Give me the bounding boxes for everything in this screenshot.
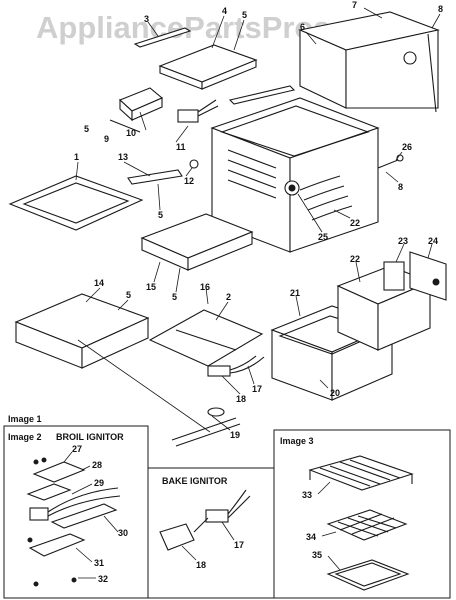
callout-21: 21 (290, 288, 300, 298)
leader-lines (75, 7, 441, 433)
part-door-glass (8, 175, 144, 231)
part-top-cover (158, 44, 258, 90)
part-bake-element-assembly (109, 87, 164, 133)
part-outer-wrapper-top (298, 11, 440, 113)
callout-26: 26 (402, 142, 412, 152)
callout-17: 17 (234, 540, 244, 550)
callout-9: 9 (104, 134, 109, 144)
part-burner-tube (171, 407, 241, 447)
callout-7: 7 (352, 0, 357, 10)
callout-2: 2 (226, 292, 231, 302)
callout-20: 20 (330, 388, 340, 398)
callout-24: 24 (428, 236, 438, 246)
callout-8: 8 (398, 182, 403, 192)
part-side-strip (228, 85, 296, 105)
part-top-trim (133, 27, 192, 48)
callout-1: 1 (74, 152, 79, 162)
callout-33: 33 (302, 490, 312, 500)
part-burner-shield (148, 309, 264, 367)
callout-25: 25 (318, 232, 328, 242)
callout-5: 5 (126, 290, 131, 300)
callout-5: 5 (84, 124, 89, 134)
callout-31: 31 (94, 558, 104, 568)
broil-ignitor-label: BROIL IGNITOR (56, 432, 124, 442)
image1-label: Image 1 (8, 414, 42, 424)
callout-34: 34 (306, 532, 316, 542)
part-fitting (377, 154, 404, 169)
callout-18: 18 (196, 560, 206, 570)
part-insulation-pad (140, 213, 254, 271)
callout-6: 6 (300, 22, 305, 32)
broil-ignitor-parts (26, 451, 121, 587)
part-bottom-tray (14, 293, 150, 369)
callout-10: 10 (126, 128, 136, 138)
part-bracket (127, 169, 183, 185)
image2-label: Image 2 (8, 432, 42, 442)
section-labels: Image 1 Image 2 BROIL IGNITOR BAKE IGNIT… (8, 414, 314, 486)
callout-16: 16 (200, 282, 210, 292)
callout-5: 5 (172, 292, 177, 302)
callout-3: 3 (144, 14, 149, 24)
callout-32: 32 (98, 574, 108, 584)
callout-23: 23 (398, 236, 408, 246)
callout-19: 19 (230, 430, 240, 440)
callout-17: 17 (252, 384, 262, 394)
part-clip (189, 159, 199, 169)
callout-29: 29 (94, 478, 104, 488)
image3-leaders (317, 481, 341, 571)
callout-14: 14 (94, 278, 104, 288)
callout-13: 13 (118, 152, 128, 162)
callout-11: 11 (176, 142, 186, 152)
oven-rack-grid (326, 509, 408, 541)
part-lower-cavity (270, 251, 447, 401)
callout-18: 18 (236, 394, 246, 404)
bake-ignitor-parts (159, 489, 251, 561)
oven-rack-large (308, 455, 414, 491)
callout-8: 8 (438, 4, 443, 14)
callout-5: 5 (158, 210, 163, 220)
image3-frame (273, 429, 451, 599)
callout-numbers: 3 4 5 6 7 8 5 10 9 11 1 13 12 5 26 8 22 … (72, 0, 443, 584)
image3-label: Image 3 (280, 436, 314, 446)
callout-5: 5 (242, 10, 247, 20)
callout-35: 35 (312, 550, 322, 560)
callout-28: 28 (92, 460, 102, 470)
part-oven-cavity (210, 97, 380, 253)
bake-ignitor-label: BAKE IGNITOR (162, 476, 228, 486)
callout-30: 30 (118, 528, 128, 538)
callout-22: 22 (350, 254, 360, 264)
callout-15: 15 (146, 282, 156, 292)
broil-pan (326, 559, 410, 591)
callout-4: 4 (222, 6, 227, 16)
callout-27: 27 (72, 444, 82, 454)
callout-22: 22 (350, 218, 360, 228)
callout-12: 12 (184, 176, 194, 186)
part-ignitor-upper (207, 355, 265, 377)
part-switch-block (177, 99, 219, 123)
